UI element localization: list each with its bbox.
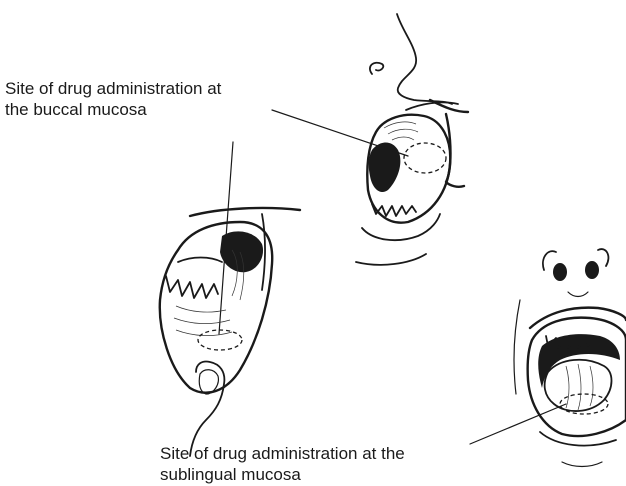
- lower-lip-frontal: [540, 432, 616, 446]
- buccal-label-line1: Site of drug administration at: [5, 78, 221, 99]
- sublingual-dark-interior: [538, 334, 620, 388]
- lower-figure-tongue: [178, 258, 222, 263]
- nostril-sketch: [370, 63, 383, 74]
- retractor-bar: [190, 208, 300, 216]
- sublingual-frontal-figure: [514, 249, 626, 466]
- right-nostril: [585, 261, 599, 279]
- left-nostril: [553, 263, 567, 281]
- buccal-site-label: Site of drug administration at the bucca…: [5, 78, 221, 120]
- buccal-chin: [362, 214, 440, 240]
- buccal-leader-line: [272, 110, 408, 156]
- sublingual-leader-line: [470, 404, 566, 444]
- buccal-dark-interior: [369, 143, 401, 193]
- buccal-label-line2: the buccal mucosa: [5, 99, 221, 120]
- sublingual-label-line2: sublingual mucosa: [160, 464, 405, 485]
- nose-left-ala: [543, 251, 556, 270]
- sublingual-site-label: Site of drug administration at the subli…: [160, 443, 405, 485]
- lower-site-marker: [198, 330, 242, 350]
- tongue-veins: [566, 364, 593, 410]
- finger-outline: [190, 361, 224, 456]
- lower-dark-interior: [220, 231, 263, 272]
- raised-tongue: [545, 360, 612, 411]
- lower-lip-figure: [160, 142, 300, 456]
- lower-figure-teeth: [166, 276, 218, 298]
- face-profile-outline: [397, 14, 452, 104]
- nose-right-ala: [598, 249, 608, 266]
- philtrum: [568, 292, 588, 297]
- chin-crease: [562, 462, 602, 467]
- buccal-profile-figure: [356, 14, 468, 265]
- sublingual-label-line1: Site of drug administration at the: [160, 443, 405, 464]
- left-cheek-line: [514, 300, 520, 394]
- buccal-jaw-line: [356, 254, 426, 265]
- buccal-site-marker: [404, 143, 446, 173]
- upper-gum-texture: [384, 122, 418, 140]
